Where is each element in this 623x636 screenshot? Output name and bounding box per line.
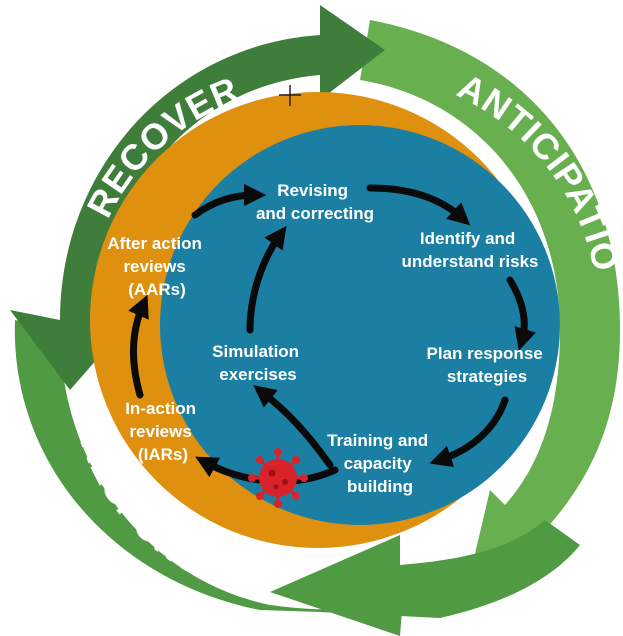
cursor-crosshair-icon: [279, 85, 301, 106]
step-simulation: Simulation exercises: [212, 342, 304, 384]
arrow-plan-to-training: [429, 396, 509, 468]
arrow-iar-to-aar: [128, 294, 149, 399]
anticipation-arrow: [360, 20, 620, 575]
step-identify: Identify and understand risks: [402, 229, 539, 271]
step-revising: Revising and correcting: [256, 181, 374, 223]
step-aar: After action reviews (AARs): [107, 234, 206, 299]
virus-icon: [248, 448, 308, 508]
step-iar: In-action reviews (IARs): [125, 399, 201, 464]
step-training: Training and capacity building: [327, 431, 433, 496]
response-arrow: [14, 320, 580, 636]
arrow-identify-to-plan: [506, 276, 536, 351]
arrow-simulation-to-revising: [246, 225, 287, 334]
arrow-revising-to-identify: [366, 184, 471, 226]
arrow-aar-to-revising: [191, 183, 267, 219]
arrow-training-to-simulation: [253, 385, 334, 469]
step-plan: Plan response strategies: [427, 344, 548, 386]
inner-arrows: [128, 183, 536, 485]
